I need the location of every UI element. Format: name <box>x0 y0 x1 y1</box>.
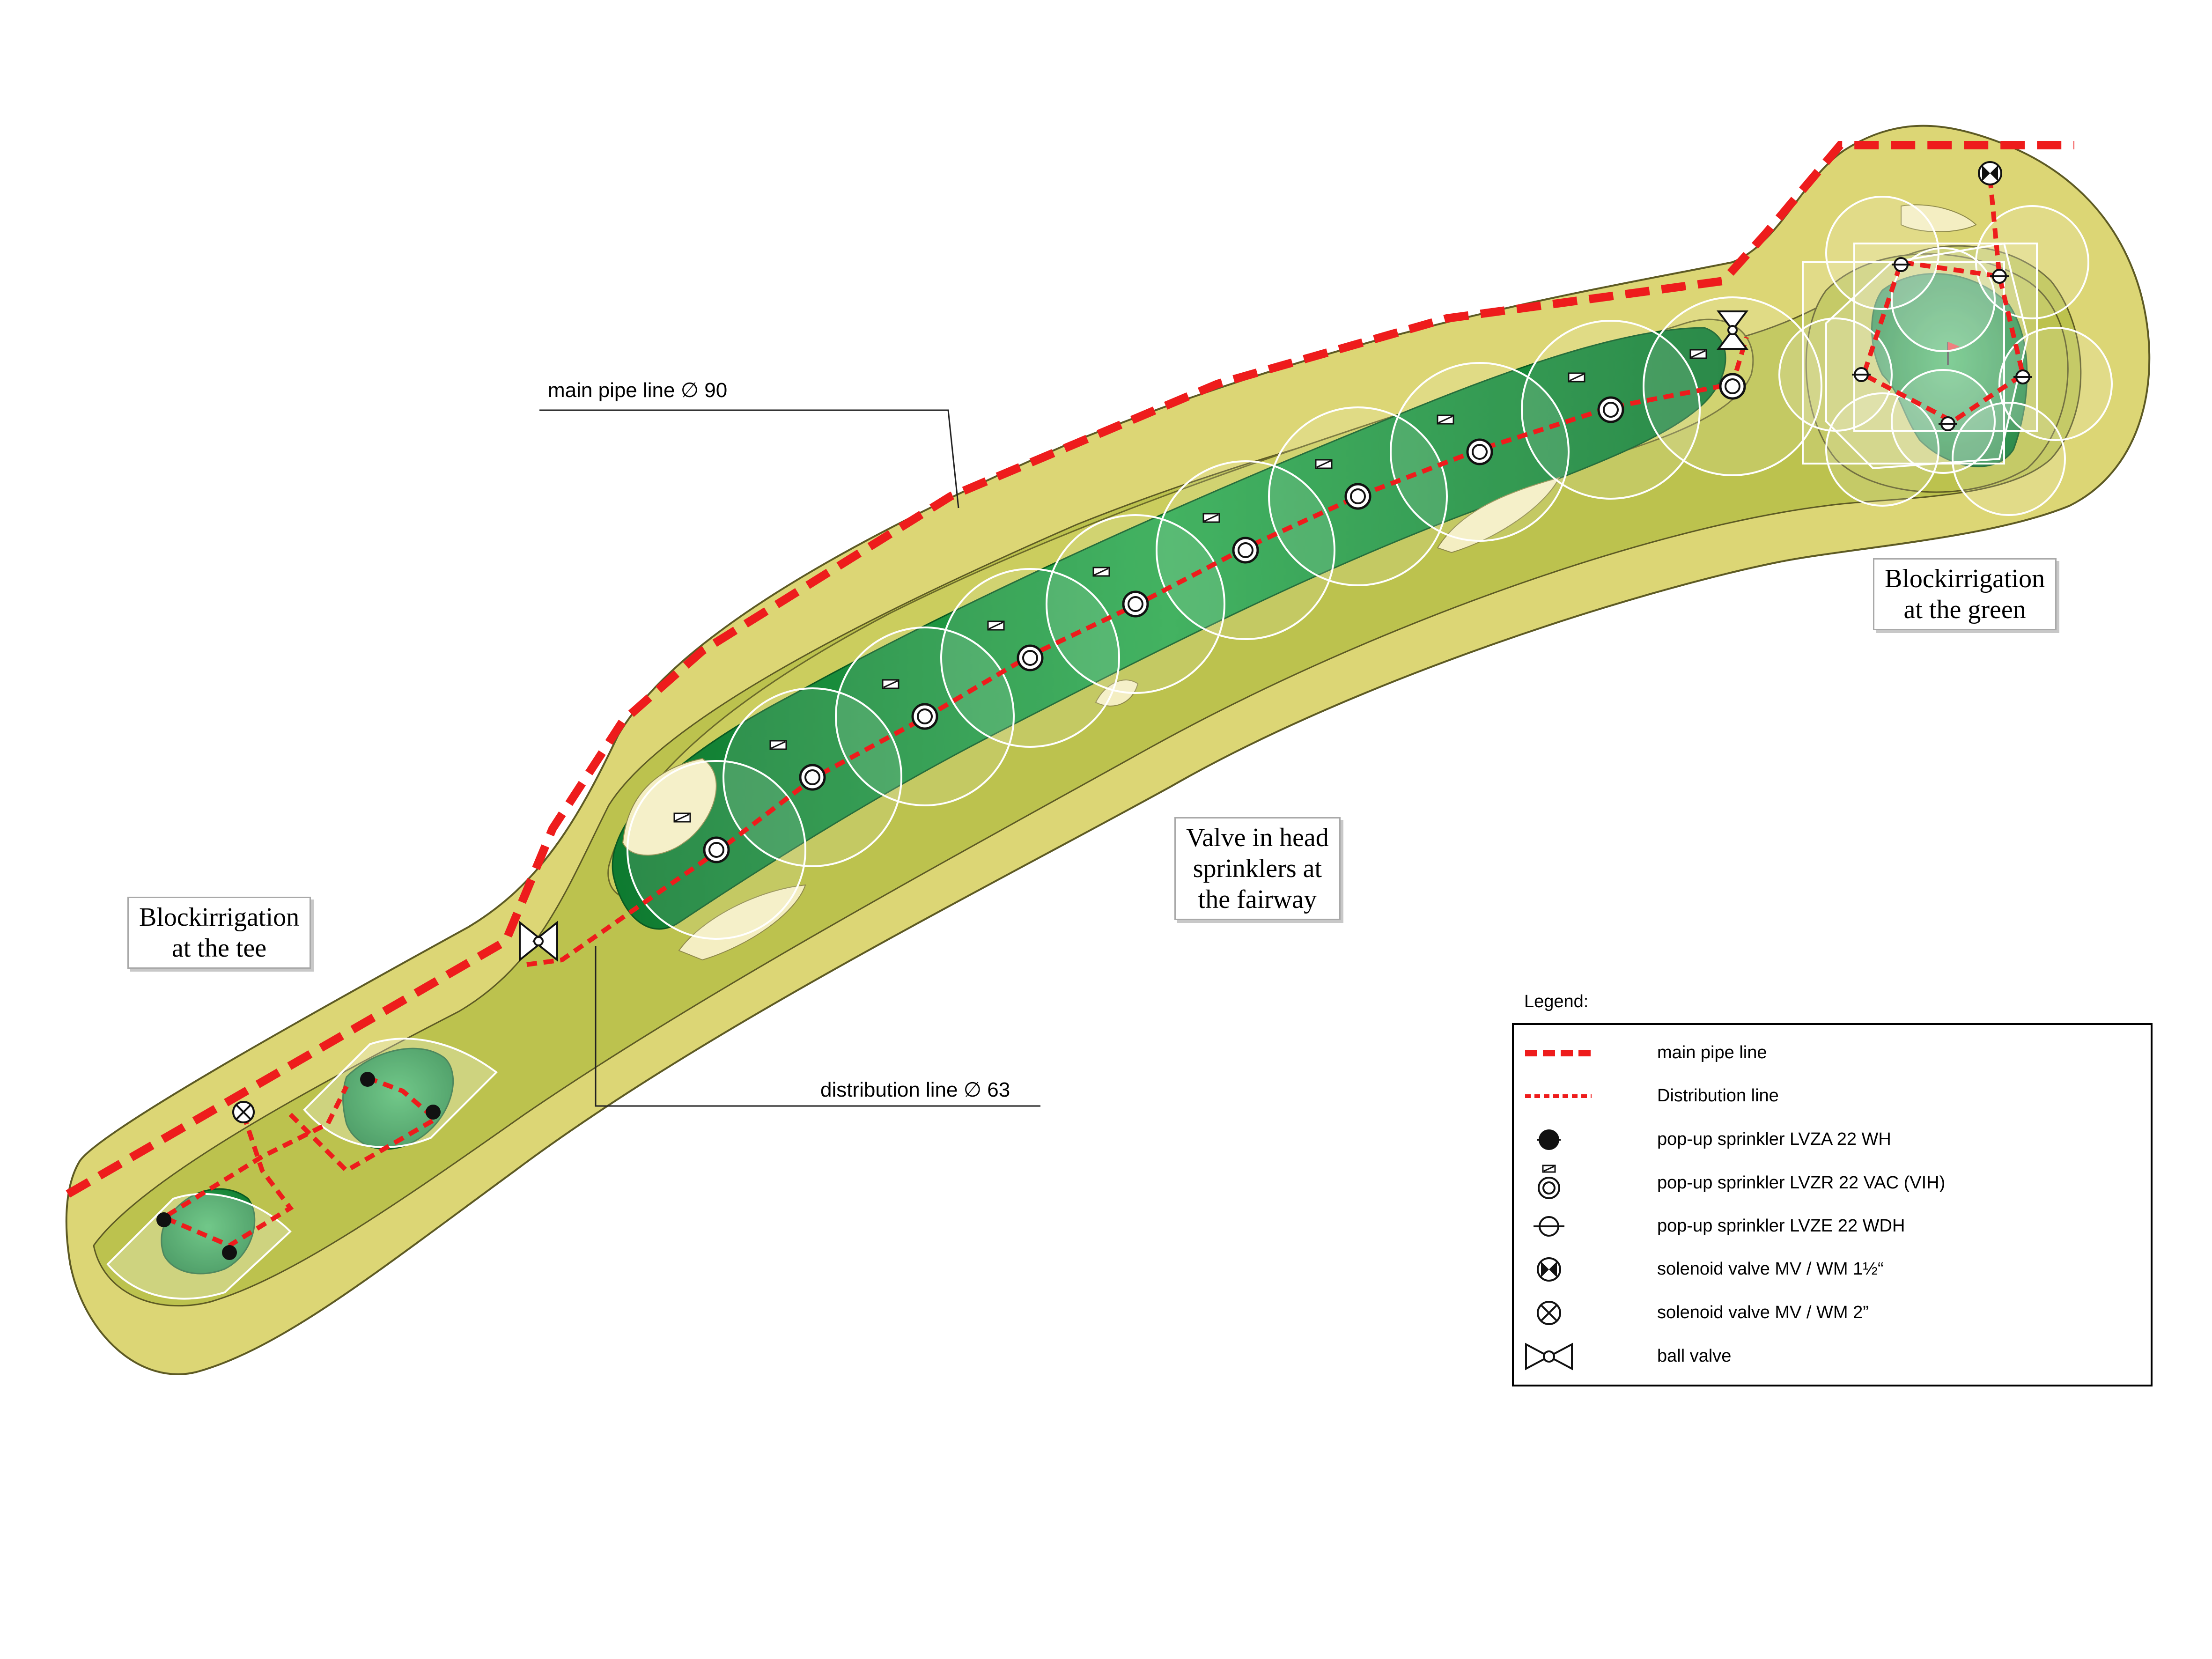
fairway <box>612 327 1726 930</box>
vih-sprinklers <box>673 349 1746 863</box>
green-label-line: Blockirrigation <box>1885 564 2045 593</box>
main-pipe-callout-leader <box>539 409 959 509</box>
sprinkler-lvzr-icon <box>987 620 1044 671</box>
sprinkler-lvza-icon <box>1537 1129 1561 1150</box>
solenoid-valve-2-icon <box>232 1101 255 1123</box>
sprinkler-lvza-icon <box>222 1245 237 1260</box>
main-pipe-line-icon <box>1525 1050 1592 1056</box>
solenoid-valve-1-5-icon <box>1537 1257 1561 1282</box>
sprinkler-lvze-icon <box>1852 367 1871 382</box>
sprinkler-lvzr-icon <box>1092 567 1149 618</box>
legend-item: pop-up sprinkler LVZE 22 WDH <box>1514 1208 2151 1245</box>
legend-item: pop-up sprinkler LVZR 22 VAC (VIH) <box>1514 1165 2151 1202</box>
legend-label: pop-up sprinkler LVZR 22 VAC (VIH) <box>1657 1173 1946 1193</box>
tee-sprinkler-coverage <box>106 1038 498 1300</box>
sprinkler-lvzr-icon <box>882 679 938 730</box>
tee-label: Blockirrigation at the tee <box>127 897 311 969</box>
legend-title: Legend: <box>1524 992 1589 1011</box>
fairway-label-line: the fairway <box>1198 885 1317 914</box>
sprinkler-lvzr-icon <box>673 812 730 863</box>
legend-label: solenoid valve MV / WM 2” <box>1657 1303 1869 1322</box>
legend-item: pop-up sprinkler LVZA 22 WH <box>1514 1121 2151 1158</box>
legend-item: solenoid valve MV / WM 2” <box>1514 1294 2151 1332</box>
fairway-label-line: sprinklers at <box>1193 854 1322 883</box>
sprinkler-lvze-icon <box>2013 369 2032 384</box>
bunker <box>678 884 806 961</box>
sprinkler-lvze-icon <box>1990 269 2009 284</box>
sprinkler-lvza-icon <box>426 1105 441 1120</box>
sprinkler-lvza-icon <box>360 1072 375 1087</box>
sprinkler-lvzr-icon <box>1437 414 1493 465</box>
legend: main pipe line Distribution line pop-up … <box>1512 1023 2153 1386</box>
semi-rough-area <box>93 245 2082 1307</box>
legend-label: solenoid valve MV / WM 1½“ <box>1657 1259 1884 1279</box>
sprinkler-lvzr-icon <box>1315 459 1371 510</box>
legend-item: solenoid valve MV / WM 1½“ <box>1514 1251 2151 1288</box>
legend-label: ball valve <box>1657 1346 1732 1366</box>
sprinkler-lvzr-icon <box>1202 513 1259 564</box>
legend-item: Distribution line <box>1514 1077 2151 1115</box>
solenoid-valve-1-5-icon <box>1978 161 2002 185</box>
main-pipe-line <box>66 141 2074 1198</box>
green-sprinklers-lvze <box>1852 257 2032 431</box>
sprinkler-lvze-icon <box>1534 1216 1564 1237</box>
legend-label: pop-up sprinkler LVZE 22 WDH <box>1657 1216 1905 1236</box>
sprinkler-lvzr-icon <box>769 740 826 791</box>
sprinkler-lvzr-icon <box>1568 372 1624 423</box>
legend-label: Distribution line <box>1657 1086 1779 1106</box>
green-label: Blockirrigation at the green <box>1873 558 2057 630</box>
green-sprinkler-coverage <box>1778 196 2113 516</box>
tee-sprinklers-lvza <box>156 1072 441 1260</box>
sprinkler-lvze-icon <box>1939 416 1957 431</box>
tee-label-line: at the tee <box>172 934 267 963</box>
solenoid-valve-2-icon <box>1537 1301 1561 1325</box>
ball-valve-icon <box>1717 310 1748 350</box>
tee-label-line: Blockirrigation <box>139 903 300 932</box>
legend-label: pop-up sprinkler LVZA 22 WH <box>1657 1129 1891 1149</box>
sprinkler-lvzr-icon <box>1538 1165 1560 1199</box>
ball-valve-icon <box>1525 1342 1573 1371</box>
distribution-line-tee <box>159 1075 440 1248</box>
green-label-line: at the green <box>1903 595 2026 624</box>
flag-icon <box>1948 342 1960 351</box>
legend-item: main pipe line <box>1514 1034 2151 1072</box>
sprinkler-lvze-icon <box>1892 257 1910 272</box>
distribution-callout-leader <box>595 946 1040 1107</box>
bunker <box>622 758 717 856</box>
legend-label: main pipe line <box>1657 1043 1767 1062</box>
bunker <box>1437 477 1560 553</box>
ball-valve-icon <box>519 920 558 962</box>
fairway-label: Valve in head sprinklers at the fairway <box>1174 817 1341 920</box>
sprinkler-lvza-icon <box>156 1212 171 1227</box>
distribution-line-icon <box>1525 1094 1592 1098</box>
fairway-sprinkler-coverage <box>627 296 1822 940</box>
legend-item: ball valve <box>1514 1338 2151 1375</box>
sprinkler-lvzr-icon <box>1689 349 1746 400</box>
fairway-label-line: Valve in head <box>1186 823 1329 852</box>
main-pipe-callout: main pipe line ∅ 90 <box>548 379 728 402</box>
distribution-line-callout: distribution line ∅ 63 <box>820 1078 1010 1101</box>
